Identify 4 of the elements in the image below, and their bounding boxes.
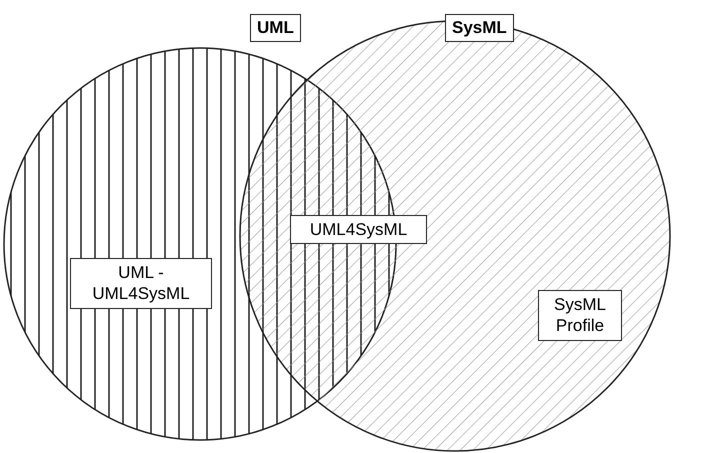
set-label: UML - UML4SysML bbox=[70, 258, 212, 308]
set-title: UML bbox=[250, 14, 301, 42]
set-title: SysML bbox=[445, 14, 514, 42]
set-label: SysML Profile bbox=[538, 290, 622, 340]
